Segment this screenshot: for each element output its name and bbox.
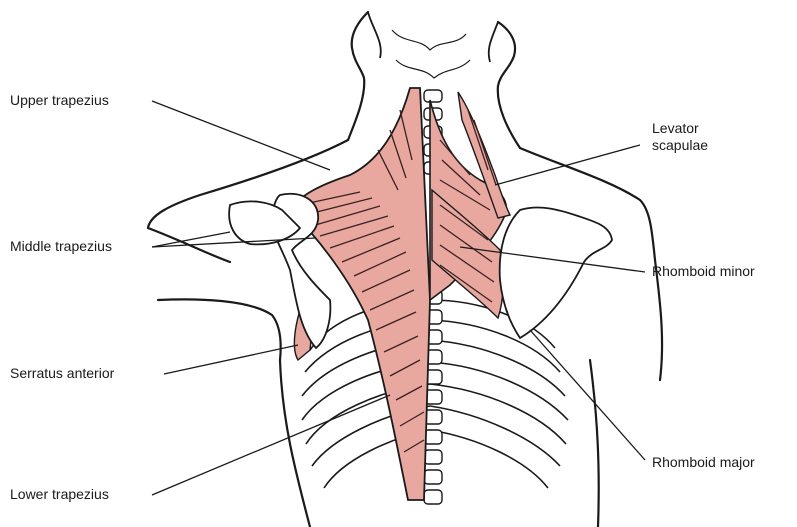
- leader-rhomboid-major: [530, 330, 645, 460]
- label-levator-scapulae: Levator scapulae: [652, 120, 708, 154]
- label-levator-line2: scapulae: [652, 137, 708, 154]
- leader-upper-trapezius: [152, 101, 330, 170]
- label-serratus-anterior: Serratus anterior: [10, 365, 114, 382]
- label-middle-trapezius: Middle trapezius: [10, 238, 112, 255]
- label-rhomboid-major: Rhomboid major: [652, 454, 755, 471]
- leader-lower-trapezius: [152, 395, 390, 495]
- label-upper-trapezius: Upper trapezius: [10, 92, 109, 109]
- label-levator-line1: Levator: [652, 120, 708, 137]
- leader-serratus-anterior: [164, 345, 298, 374]
- label-lower-trapezius: Lower trapezius: [10, 486, 109, 503]
- label-rhomboid-minor: Rhomboid minor: [652, 263, 755, 280]
- leader-levator-scapulae: [495, 145, 640, 185]
- head-outline: [368, 12, 498, 78]
